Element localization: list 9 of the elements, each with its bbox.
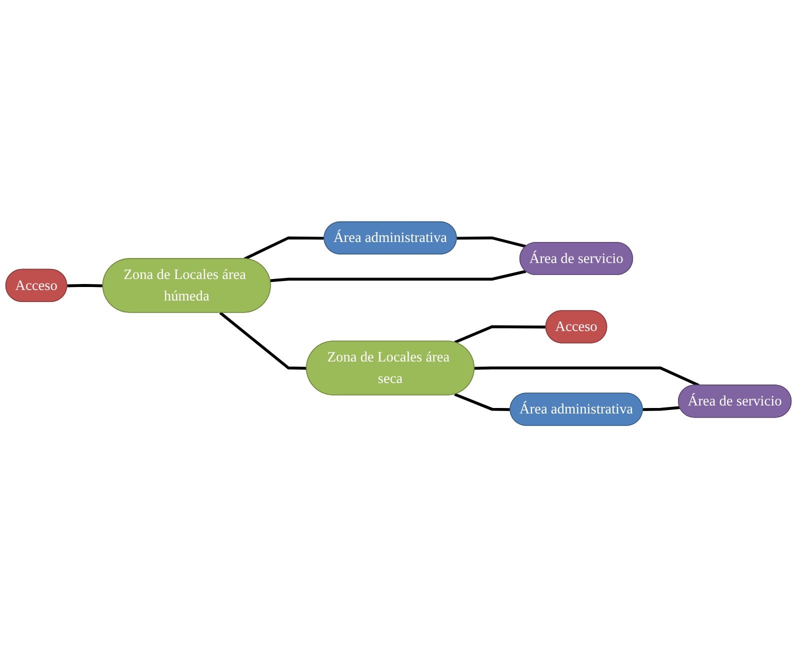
- connector: [219, 312, 307, 370]
- connector: [642, 406, 680, 411]
- connector: [454, 325, 546, 344]
- connector: [456, 236, 526, 248]
- connector: [67, 284, 104, 288]
- connector: [270, 270, 526, 282]
- connector: [244, 236, 324, 260]
- connector: [454, 392, 510, 411]
- connector: [474, 366, 700, 387]
